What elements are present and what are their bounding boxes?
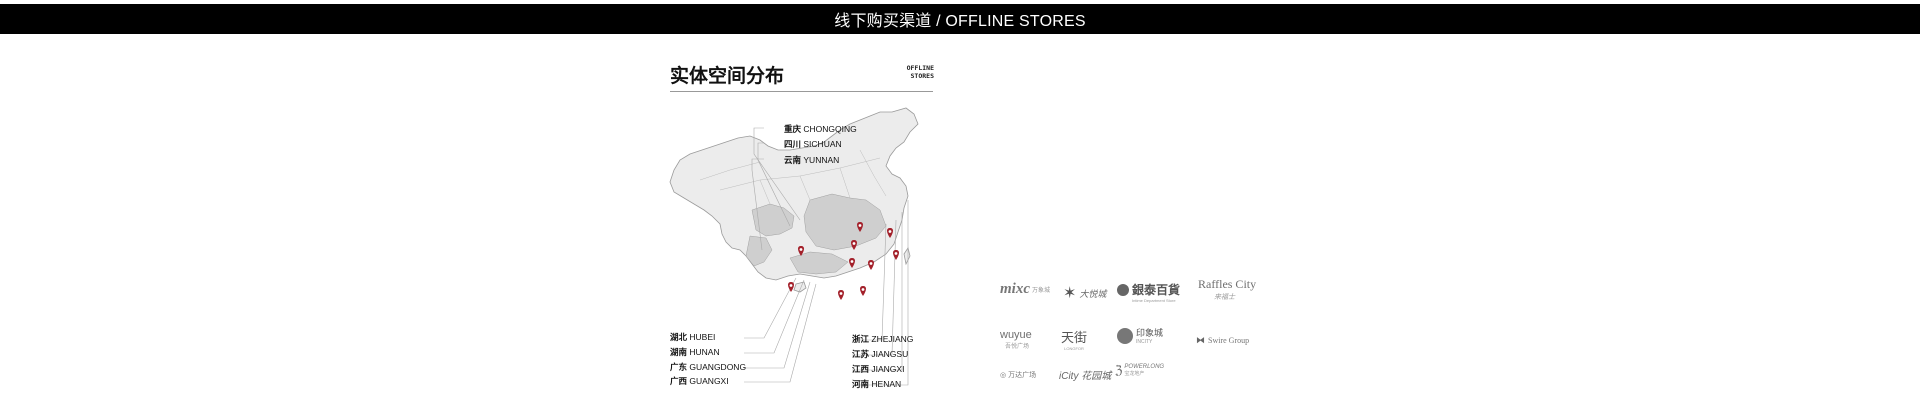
- highlight-south: [789, 251, 849, 275]
- logo-intime: 銀泰百貨 Intime Department Store: [1117, 281, 1180, 303]
- label-hubei: 湖北 HUBEI: [670, 332, 716, 342]
- label-sichuan: 四川 SICHUAN: [784, 139, 842, 149]
- pin-hubei: [851, 240, 857, 250]
- logo-raffles-city: Raffles City 来福士: [1198, 277, 1257, 301]
- logo-icity: iCity 花园城: [1059, 371, 1112, 382]
- label-yunnan: 云南 YUNNAN: [784, 155, 840, 165]
- powerlong-mark-icon: ℨ: [1115, 363, 1123, 377]
- label-guangdong: 广东 GUANGDONG: [670, 362, 747, 372]
- wanda-mark-icon: ◎: [1000, 372, 1007, 379]
- pin-guangdong: [860, 286, 866, 296]
- pin-zhejiang: [893, 250, 899, 260]
- hainan-shape: [793, 281, 807, 293]
- star-icon: ✶: [1063, 285, 1077, 302]
- pin-sichuan: [798, 246, 804, 256]
- logo-swire: ⧓ Swire Group: [1196, 335, 1250, 345]
- logo-powerlong: ℨ POWERLONG 宝龙地产: [1115, 363, 1165, 377]
- logo-mixc: mixc 万象城: [1000, 281, 1051, 297]
- pin-jiangxi: [868, 260, 874, 270]
- map-subtitle: OFFLINE STORES: [906, 64, 934, 80]
- logo-dayuecheng: ✶ 大悦城: [1063, 285, 1107, 302]
- title-divider: [670, 91, 933, 92]
- swire-mark-icon: ⧓: [1196, 335, 1205, 345]
- store-map-panel: 实体空间分布 OFFLINE STORES: [660, 50, 940, 390]
- highlight-yunnan: [745, 235, 773, 267]
- label-jiangxi: 江西 JIANGXI: [852, 364, 905, 374]
- label-jiangsu: 江苏 JIANGSU: [852, 349, 909, 359]
- incity-mark-icon: [1117, 327, 1133, 344]
- partner-logos: mixc 万象城 ✶ 大悦城 銀泰百貨 Intime Department St…: [995, 275, 1265, 390]
- pin-guangxi: [838, 290, 844, 300]
- store-pins: [788, 222, 899, 300]
- logo-tianjie: 天街 LONGFOR: [1061, 330, 1088, 351]
- page-header-title: 线下购买渠道 / OFFLINE STORES: [834, 13, 1086, 30]
- label-zhejiang: 浙江 ZHEJIANG: [852, 334, 914, 344]
- leader-lines: [744, 127, 909, 386]
- map-title: 实体空间分布: [670, 66, 785, 87]
- intime-mark-icon: [1117, 283, 1129, 296]
- taiwan-shape: [903, 247, 911, 266]
- china-map: [669, 107, 919, 386]
- label-chongqing: 重庆 CHONGQING: [784, 124, 857, 134]
- page-header-bar: 线下购买渠道 / OFFLINE STORES: [0, 4, 1920, 34]
- label-guangxi: 广西 GUANGXI: [670, 376, 729, 386]
- label-henan: 河南 HENAN: [852, 379, 902, 389]
- logo-wanda: ◎ 万达广场: [1000, 372, 1037, 379]
- pin-henan: [857, 222, 863, 232]
- label-hunan: 湖南 HUNAN: [670, 347, 720, 357]
- logo-incity: 印象城 INCITY: [1117, 326, 1163, 345]
- pin-jiangsu: [887, 228, 893, 238]
- logo-wuyue: wuyue 吾悦广场: [1000, 329, 1032, 350]
- pin-yunnan: [788, 282, 794, 292]
- pin-hunan: [849, 258, 855, 268]
- province-borders: [699, 149, 887, 205]
